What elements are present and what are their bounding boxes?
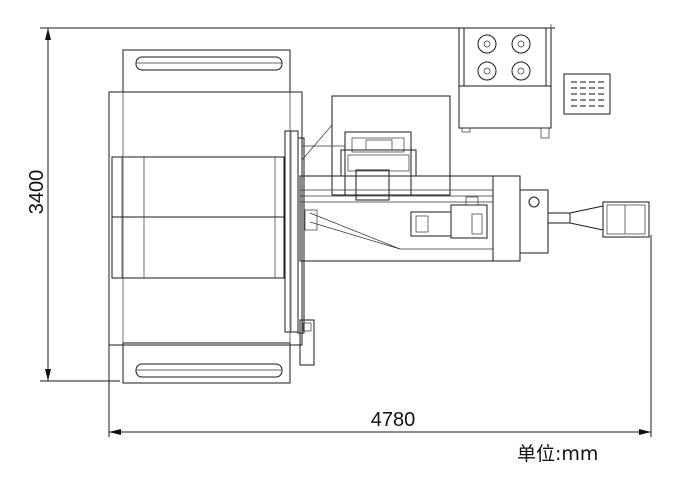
handle-assembly <box>519 189 650 254</box>
knob-icon <box>477 34 531 81</box>
control-cabinet <box>458 24 552 139</box>
drum-assembly <box>108 49 315 384</box>
width-dimension-label: 4780 <box>371 409 416 431</box>
height-dimension-label: 3400 <box>26 170 48 215</box>
vent-grille-icon <box>563 73 611 115</box>
unit-label: 单位:mm <box>517 443 598 465</box>
carriage-assembly <box>299 95 521 262</box>
width-dimension: 4780 <box>108 235 652 437</box>
